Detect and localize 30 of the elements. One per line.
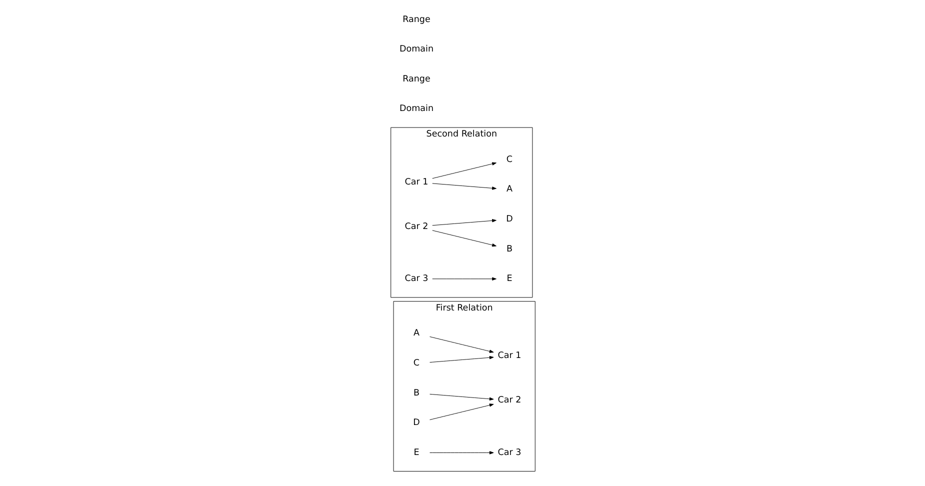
arrow — [432, 277, 496, 280]
arrow — [432, 183, 496, 190]
node-text: Car 3 — [404, 274, 428, 284]
node-text: Car 2 — [404, 222, 428, 232]
node-text: Car 1 — [404, 177, 428, 188]
node-text: D — [506, 214, 512, 224]
node-text: Car 3 — [497, 448, 521, 458]
label: Domain — [398, 104, 433, 114]
node-text: E — [506, 274, 512, 284]
arrow — [429, 356, 494, 363]
node-text: A — [412, 328, 419, 339]
label: Domain — [398, 44, 433, 55]
node-text: E — [413, 448, 419, 458]
node-text: C — [412, 358, 420, 369]
node-text: C — [506, 154, 512, 165]
node-text: A — [506, 184, 512, 195]
node-text: B — [506, 244, 512, 254]
node-text: Car 1 — [497, 351, 521, 362]
arrow — [432, 162, 496, 179]
label: Range — [402, 14, 430, 25]
node-text: B — [412, 388, 419, 398]
arrow — [429, 394, 494, 401]
node-text: Car 2 — [497, 396, 521, 406]
node-text: D — [412, 418, 420, 428]
arrow — [432, 219, 496, 226]
arrow — [429, 404, 494, 420]
label: Range — [402, 74, 430, 84]
arrow — [432, 230, 496, 247]
arrow — [429, 336, 494, 353]
arrow — [429, 451, 494, 454]
